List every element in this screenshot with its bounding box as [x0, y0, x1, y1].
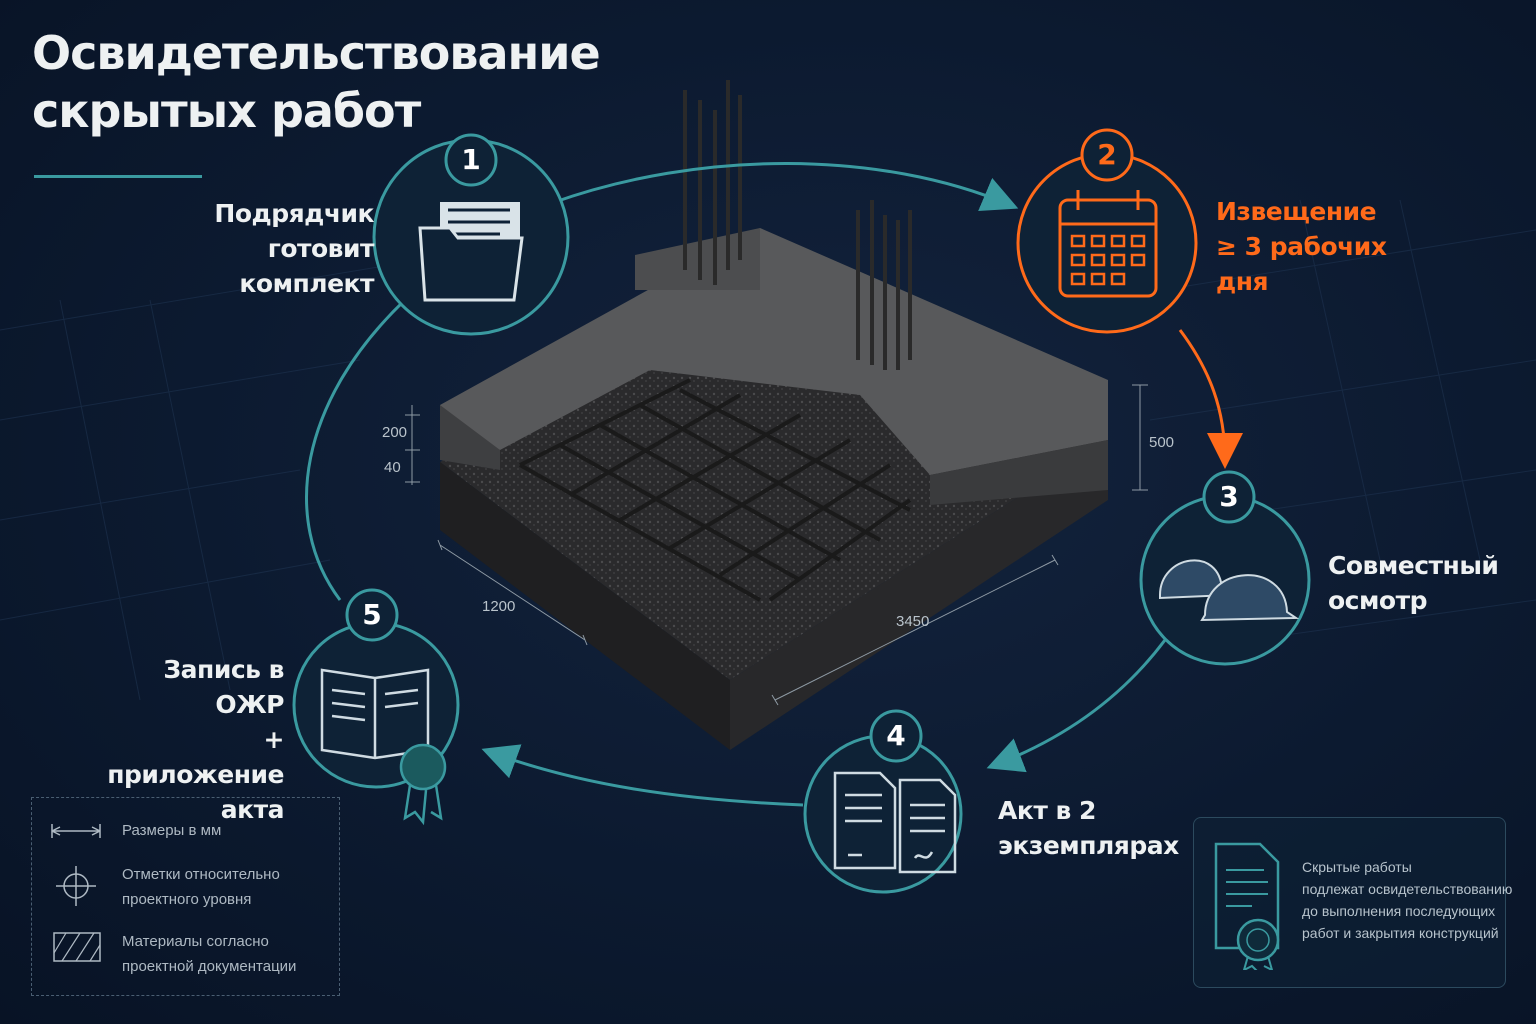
dimension-lines	[405, 384, 1148, 706]
step-1-label: Подрядчик готовит комплект	[190, 196, 374, 301]
step-5-label: Запись в ОЖР + приложение акта	[90, 652, 284, 827]
step-1-line-1: Подрядчик	[214, 199, 374, 228]
info-note: Скрытые работы подлежат освидетельствова…	[1193, 817, 1513, 988]
calendar-icon	[1058, 190, 1158, 298]
two-documents-icon	[833, 771, 957, 874]
legend-marks-line-2: проектного уровня	[122, 891, 252, 908]
certificate-document-icon	[1214, 842, 1280, 970]
orange-arrow	[1178, 329, 1243, 469]
step-4-label: Акт в 2 экземплярах	[998, 793, 1198, 863]
crosshair-icon	[56, 866, 96, 906]
legend-sizes-text: Размеры в мм	[122, 822, 222, 839]
step-2-circle	[1016, 128, 1198, 334]
step-2-line-2: ≥ 3 рабочих	[1216, 232, 1387, 261]
step-1-circle	[372, 133, 570, 336]
step-5-circle	[292, 588, 460, 826]
dimension-40: 40	[384, 459, 401, 476]
title-line-2: скрытых работ	[32, 84, 421, 138]
step-1-number: 1	[461, 143, 481, 176]
step-3-line-2: осмотр	[1328, 586, 1428, 615]
legend-sizes: Размеры в мм	[122, 818, 221, 843]
step-3-line-1: Совместный	[1328, 551, 1499, 580]
note-line-2: подлежат освидетельствованию	[1302, 881, 1513, 897]
note-line-3: до выполнения последующих	[1302, 903, 1496, 919]
legend: Размеры в мм Отметки относительно проект…	[31, 797, 340, 996]
legend-materials: Материалы согласно проектной документаци…	[122, 929, 296, 979]
step-5-line-2: + приложение	[107, 725, 284, 789]
journal-seal-icon	[320, 668, 447, 826]
step-4-circle	[803, 709, 963, 894]
step-5-line-3: акта	[220, 795, 285, 824]
step-1-line-2: готовит	[267, 234, 375, 263]
info-note-text: Скрытые работы подлежат освидетельствова…	[1302, 856, 1513, 944]
step-3-number: 3	[1219, 480, 1239, 513]
step-3-circle	[1139, 470, 1311, 666]
legend-materials-line-2: проектной документации	[122, 958, 297, 975]
step-5-number: 5	[362, 598, 382, 631]
step-2-line-3: дня	[1216, 267, 1269, 296]
dimension-200: 200	[382, 424, 408, 441]
foundation-slab-illustration	[440, 80, 1108, 750]
step-2-number: 2	[1097, 138, 1117, 171]
step-1-line-3: комплект	[239, 269, 374, 298]
legend-marks: Отметки относительно проектного уровня	[122, 862, 280, 912]
title-underline	[34, 175, 202, 178]
note-line-4: работ и закрытия конструкций	[1302, 925, 1499, 941]
process-arrows	[305, 162, 1167, 807]
page-title: Освидетельствование скрытых работ	[32, 24, 601, 140]
step-5-line-1: Запись в ОЖР	[163, 655, 284, 719]
dimension-500: 500	[1149, 434, 1175, 451]
dimension-3450: 3450	[896, 613, 930, 630]
dimension-1200: 1200	[482, 598, 516, 615]
step-4-line-1: Акт в 2	[998, 796, 1096, 825]
legend-materials-line-1: Материалы согласно	[122, 933, 269, 950]
note-line-1: Скрытые работы	[1302, 859, 1412, 875]
folder-documents-icon	[418, 202, 524, 302]
step-4-line-2: экземплярах	[998, 831, 1179, 860]
legend-marks-line-1: Отметки относительно	[122, 866, 280, 883]
step-4-number: 4	[886, 719, 906, 752]
step-2-label: Извещение ≥ 3 рабочих дня	[1216, 194, 1416, 299]
title-line-1: Освидетельствование	[32, 26, 601, 80]
dimension-arrow-icon	[51, 824, 101, 838]
hard-hats-icon	[1159, 559, 1300, 622]
step-3-label: Совместный осмотр	[1328, 548, 1508, 618]
step-2-line-1: Извещение	[1216, 197, 1377, 226]
hatch-pattern-icon	[53, 932, 101, 962]
